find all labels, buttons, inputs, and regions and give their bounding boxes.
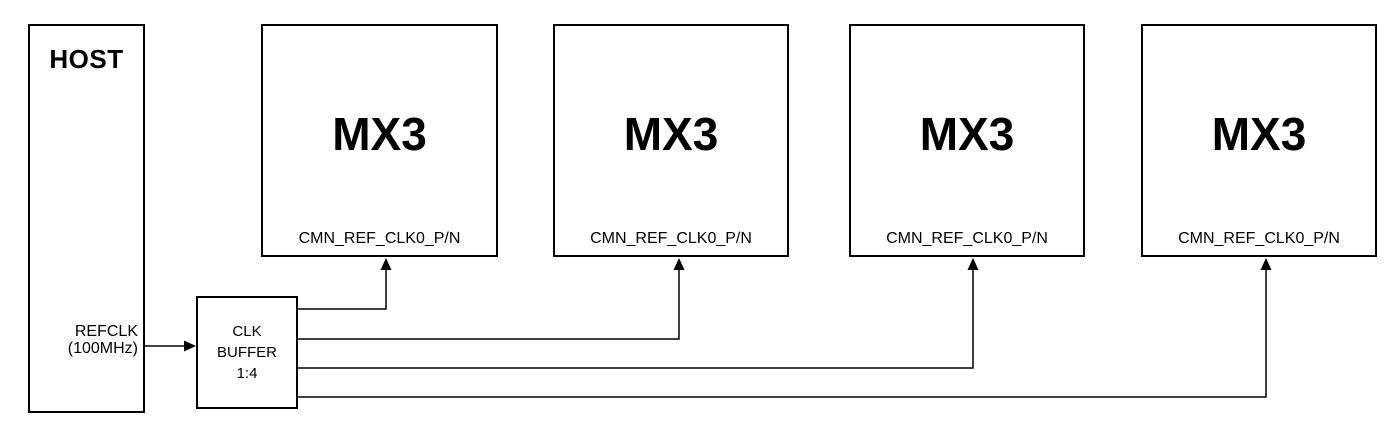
wire-buffer-to-mx3-2-arrowhead [673, 258, 685, 270]
mx3-block-4-port-label: CMN_REF_CLK0_P/N [1178, 230, 1340, 247]
wire-buffer-to-mx3-3-arrowhead [967, 258, 979, 270]
host-refclk-port-label: REFCLK (100MHz) [68, 323, 138, 357]
host-refclk-label: REFCLK [74, 323, 138, 340]
clk-buffer-label-line1: CLK [232, 323, 262, 340]
wire-buffer-to-mx3-4 [297, 269, 1267, 398]
mx3-block-4: MX3 CMN_REF_CLK0_P/N [1141, 24, 1377, 257]
mx3-block-2-title: MX3 [623, 108, 719, 160]
wire-host-to-buffer-arrowhead [184, 340, 196, 352]
clk-buffer-label-line2: BUFFER [217, 344, 277, 361]
mx3-block-2-port-label: CMN_REF_CLK0_P/N [590, 230, 752, 247]
mx3-block-1-title: MX3 [332, 108, 427, 160]
mx3-block-1-port-label: CMN_REF_CLK0_P/N [298, 230, 461, 247]
mx3-block-3: MX3 CMN_REF_CLK0_P/N [849, 24, 1085, 257]
clk-buffer-block: CLK BUFFER 1:4 [196, 296, 298, 409]
wire-buffer-to-mx3-4-arrowhead [1260, 258, 1272, 270]
host-block-title: HOST [49, 44, 124, 74]
host-refclk-frequency: (100MHz) [67, 340, 138, 357]
clk-buffer-ratio: 1:4 [236, 365, 258, 382]
mx3-block-3-port-label: CMN_REF_CLK0_P/N [886, 230, 1048, 247]
wire-buffer-to-mx3-1 [297, 269, 387, 310]
wire-buffer-to-mx3-1-arrowhead [380, 258, 392, 270]
mx3-block-4-title: MX3 [1211, 108, 1307, 160]
mx3-block-1: MX3 CMN_REF_CLK0_P/N [261, 24, 498, 257]
wire-buffer-to-mx3-3 [297, 269, 974, 369]
mx3-block-2: MX3 CMN_REF_CLK0_P/N [553, 24, 789, 257]
mx3-block-3-title: MX3 [919, 108, 1015, 160]
wire-buffer-to-mx3-2 [297, 269, 680, 340]
host-block: HOST REFCLK (100MHz) [28, 24, 145, 413]
